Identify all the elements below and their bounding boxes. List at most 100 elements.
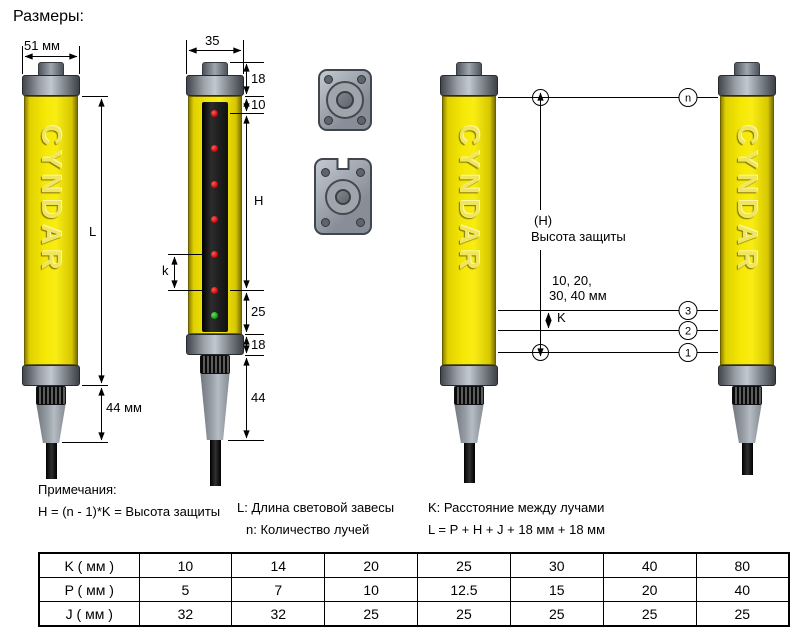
led-red xyxy=(211,181,218,188)
screw-hole xyxy=(321,218,330,227)
dim-first-beam-offset: 10 xyxy=(251,97,266,112)
bracket-ring-inner xyxy=(335,188,351,205)
notes-heading: Примечания: xyxy=(38,482,117,497)
tower-top-cap xyxy=(186,75,244,96)
bracket-ring xyxy=(325,178,361,215)
row-label: J ( мм ) xyxy=(38,601,140,627)
light-curtain-tower-4: CYNDAR xyxy=(718,62,776,475)
brand-label: CYNDAR xyxy=(454,125,485,275)
table-cell: 25 xyxy=(417,552,511,578)
table-cell: 7 xyxy=(231,577,326,602)
table-cell: 25 xyxy=(602,601,697,627)
table-cell: 32 xyxy=(231,601,326,627)
led-red xyxy=(211,251,218,258)
note-k-definition: K: Расстояние между лучами xyxy=(428,500,605,515)
table-cell: 32 xyxy=(138,601,233,627)
light-curtain-tower-3: CYNDAR xyxy=(440,62,498,483)
table-cell: 40 xyxy=(602,552,697,578)
light-curtain-tower-2 xyxy=(186,62,244,486)
tower-body xyxy=(188,96,242,334)
table-cell: 15 xyxy=(509,577,604,602)
cable xyxy=(741,443,753,475)
screw-hole xyxy=(356,218,365,227)
connector-taper xyxy=(454,405,484,443)
screw-hole xyxy=(357,75,366,84)
dim-beam-pitch: k xyxy=(162,263,169,278)
bracket-ring xyxy=(326,81,364,119)
dim-bottom-cap: 18 xyxy=(251,337,266,352)
cable xyxy=(45,443,57,479)
beam-1-label: 1 xyxy=(685,348,691,360)
led-green xyxy=(211,312,218,319)
table-row-k: K ( мм ) 10 14 20 25 30 40 80 xyxy=(38,552,790,578)
table-cell: 25 xyxy=(509,601,604,627)
dim-protection-height: H xyxy=(254,193,264,208)
dim-housing-width-2: 35 xyxy=(205,33,220,48)
tower-body: CYNDAR xyxy=(720,96,774,365)
tower-top-cap xyxy=(718,75,776,96)
led-red xyxy=(211,145,218,152)
table-cell: 5 xyxy=(138,577,233,602)
schematic-h-abbrev: (H) xyxy=(534,213,553,228)
dim-housing-width: 51 мм xyxy=(24,38,60,53)
screw-hole xyxy=(321,168,330,177)
led-red xyxy=(211,216,218,223)
tower-top-cap xyxy=(22,75,80,96)
beam-n-label: n xyxy=(685,93,691,105)
dim-bottom-offset: 25 xyxy=(251,304,266,319)
bracket-ring-inner xyxy=(336,91,354,109)
schematic-pitch-values-1: 10, 20, xyxy=(552,273,592,288)
dim-top-cap: 18 xyxy=(251,71,266,86)
table-row-j: J ( мм ) 32 32 25 25 25 25 25 xyxy=(38,601,790,627)
tower-top-cap xyxy=(440,75,498,96)
table-cell: 12.5 xyxy=(417,577,511,602)
beam-3-label: 3 xyxy=(685,306,691,318)
connector-nut xyxy=(454,386,484,405)
schematic-pitch-label: K xyxy=(557,310,566,325)
mounting-bracket-front xyxy=(318,69,372,131)
cable xyxy=(463,443,475,483)
table-cell: 10 xyxy=(138,552,233,578)
beam-2-label: 2 xyxy=(685,326,691,338)
brand-label: CYNDAR xyxy=(732,125,763,275)
screw-hole xyxy=(356,168,365,177)
tower-bottom-cap xyxy=(718,365,776,386)
schematic-h-caption: Высота защиты xyxy=(531,229,626,244)
connector-nut xyxy=(732,386,762,405)
table-cell: 20 xyxy=(602,577,697,602)
table-cell: 80 xyxy=(695,552,790,578)
note-l-definition: L: Длина световой завесы xyxy=(237,500,395,515)
tower-body: CYNDAR xyxy=(24,96,78,365)
brand-label: CYNDAR xyxy=(36,125,67,275)
table-cell: 20 xyxy=(324,552,419,578)
dim-total-length: L xyxy=(89,224,97,239)
table-cell: 30 xyxy=(509,552,604,578)
dim-connector-length: 44 xyxy=(251,390,266,405)
screw-hole xyxy=(357,116,366,125)
tower-body: CYNDAR xyxy=(442,96,496,365)
row-label: K ( мм ) xyxy=(38,552,140,578)
tower-top-plug xyxy=(202,62,228,75)
table-cell: 14 xyxy=(231,552,326,578)
kpj-size-table: K ( мм ) 10 14 20 25 30 40 80 P ( мм ) 5… xyxy=(38,552,790,627)
dimension-lines: n 3 2 1 xyxy=(22,40,718,443)
table-cell: 25 xyxy=(417,601,511,627)
mounting-bracket-back xyxy=(314,158,372,235)
led-panel xyxy=(202,102,228,332)
tower-top-plug xyxy=(734,62,760,75)
table-cell: 25 xyxy=(324,601,419,627)
note-formula-h: H = (n - 1)*K = Высота защиты xyxy=(38,504,221,519)
bracket-notch xyxy=(336,158,350,170)
led-red xyxy=(211,110,218,117)
note-formula-l: L = P + H + J + 18 мм + 18 мм xyxy=(428,522,606,537)
beam-number-labels: n 3 2 1 xyxy=(685,93,691,360)
connector-nut xyxy=(36,386,66,405)
light-curtain-tower-1: CYNDAR xyxy=(22,62,80,479)
beam-schematic-lines xyxy=(498,88,718,362)
cable xyxy=(209,440,221,486)
tower-top-plug xyxy=(38,62,64,75)
led-red xyxy=(211,287,218,294)
table-cell: 40 xyxy=(695,577,790,602)
table-cell: 10 xyxy=(324,577,419,602)
